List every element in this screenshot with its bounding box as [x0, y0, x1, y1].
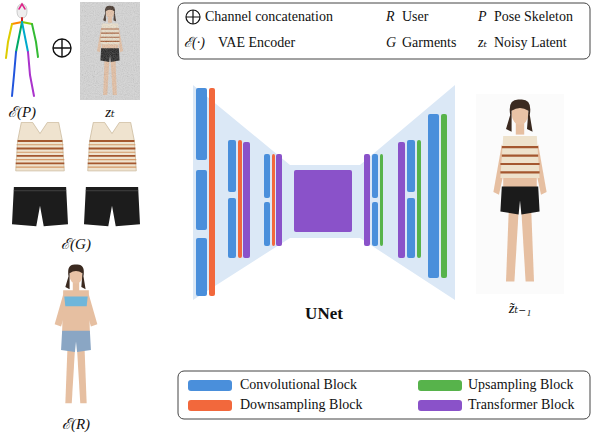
network-block — [441, 114, 447, 278]
garment-images — [12, 122, 140, 226]
legend-symbol: zₜ — [478, 35, 487, 51]
legend-swatch — [188, 380, 232, 391]
legend-text: Transformer Block — [468, 397, 574, 413]
network-block — [243, 142, 250, 258]
formula-label: ℰ(P) — [8, 104, 36, 120]
legend-symbol: R — [386, 9, 395, 25]
pose-skeleton — [6, 4, 38, 96]
network-block — [196, 88, 207, 160]
legend-swatch — [418, 400, 462, 411]
network-block — [372, 202, 378, 246]
legend-symbol: G — [386, 35, 396, 51]
network-block — [228, 140, 236, 192]
network-block — [264, 154, 270, 198]
legend-frame — [178, 3, 590, 59]
network-block — [407, 198, 415, 258]
network-block — [228, 198, 236, 258]
network-block — [364, 154, 370, 246]
concat-symbol — [53, 39, 71, 57]
legend-symbol: P — [478, 9, 487, 25]
network-block — [196, 170, 207, 230]
formula-label: zₜ — [105, 104, 115, 120]
noisy-latent-image — [80, 2, 140, 100]
network-title: UNet — [305, 304, 343, 324]
legend-text: Upsampling Block — [468, 377, 573, 393]
legend-swatch — [188, 400, 232, 411]
network-block — [417, 140, 421, 258]
legend-symbol: ℰ(·) — [184, 35, 205, 51]
legend-frame — [178, 371, 590, 419]
network-block — [398, 142, 405, 258]
unet-background — [193, 85, 455, 300]
unet-outline — [190, 82, 458, 328]
network-block — [372, 154, 378, 198]
formula-label: z̃ₜ₋₁ — [509, 300, 532, 316]
network-block — [407, 140, 415, 192]
network-block — [209, 88, 215, 296]
legend-text: Pose Skeleton — [494, 9, 573, 25]
formula-label: ℰ(G) — [61, 236, 91, 252]
network-block — [276, 154, 282, 246]
formula-label: ℰ(R) — [62, 416, 90, 432]
concat-symbol — [186, 10, 200, 24]
legend-text: Downsampling Block — [240, 397, 363, 413]
legend-text: Noisy Latent — [494, 35, 567, 51]
legend-text: Garments — [402, 35, 456, 51]
user-image — [55, 265, 98, 404]
legend-text: VAE Encoder — [218, 35, 295, 51]
unet-shape: UNet — [190, 82, 458, 328]
network-block — [196, 238, 207, 296]
network-block — [294, 170, 352, 232]
legend-text: User — [402, 9, 428, 25]
network-block — [238, 140, 242, 258]
network-block — [272, 154, 275, 246]
network-block — [380, 154, 383, 246]
legend-text: Convolutional Block — [240, 377, 357, 393]
output-image — [476, 94, 564, 294]
legend-swatch — [418, 380, 462, 391]
network-block — [264, 202, 270, 246]
network-block — [428, 114, 439, 278]
legend-text: Channel concatenation — [205, 9, 333, 25]
